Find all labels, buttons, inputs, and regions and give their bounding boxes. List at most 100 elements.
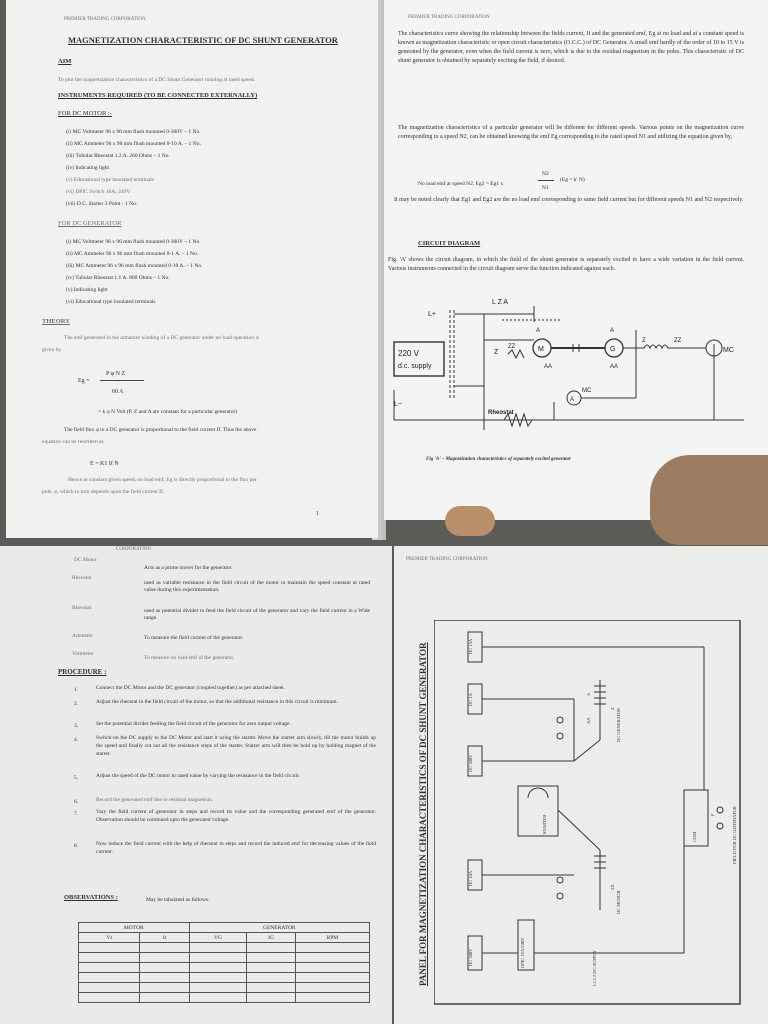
speed-equation-right: (Eg = k' N) bbox=[560, 177, 585, 183]
motor-item: (i) MC Voltmeter 96 x 96 mm flush mounte… bbox=[66, 129, 201, 135]
com-terminal bbox=[683, 789, 709, 847]
meter-label: DC 15A bbox=[468, 638, 473, 654]
motor-item: (vi) DPIC Switch 16A, 240V bbox=[66, 189, 131, 195]
l-plus-label: L+ bbox=[428, 311, 436, 318]
procedure-step: Set the potential divider feeding the fi… bbox=[96, 721, 291, 727]
z-label: Z bbox=[642, 338, 646, 344]
table-header-motor: MOTOR bbox=[78, 922, 190, 933]
generator-item: (vi) Educational type insulated terminal… bbox=[66, 299, 156, 305]
table-header-it: It bbox=[139, 932, 190, 943]
step-number: 4. bbox=[74, 737, 79, 743]
step-number: 3. bbox=[74, 723, 79, 729]
page-2: PREMIER TRADING CORPORATION The characte… bbox=[384, 0, 768, 520]
step-number: 7. bbox=[74, 811, 79, 817]
generator-item: (iii) MC Ammeter 96 x 96 mm flush mounte… bbox=[66, 263, 203, 269]
procedure-step: Adjust the rheostat in the field circuit… bbox=[96, 699, 338, 705]
page-3: CORPORATION DC Motor Acts as a prime mov… bbox=[0, 546, 392, 1024]
fraction-bar bbox=[538, 180, 554, 181]
circuit-text: Fig. 'A' shows the circuit diagram, in w… bbox=[388, 257, 744, 272]
hand bbox=[650, 455, 768, 545]
step-number: 5. bbox=[74, 775, 79, 781]
table-row bbox=[77, 982, 371, 993]
a-label: A bbox=[610, 328, 614, 334]
theory-heading: THEORY bbox=[42, 318, 70, 325]
procedure-step: Switch-on the DC supply to the DC Motor … bbox=[96, 735, 376, 757]
table-header-vt: Vt bbox=[77, 932, 141, 943]
procedure-step: Connect the DC Motor and the DC generato… bbox=[96, 685, 286, 691]
theory-text: The emf generated in the armature windin… bbox=[64, 335, 260, 341]
a-label: A bbox=[586, 692, 591, 696]
circuit-diagram: 220 V d.c. supply L+ L− L Z A Z ZZ M G A… bbox=[393, 299, 744, 430]
dpic-switch bbox=[517, 919, 535, 971]
component-text: To measure the field current of the gene… bbox=[144, 635, 244, 641]
step-number: 8. bbox=[74, 843, 79, 849]
starter-box bbox=[517, 785, 559, 837]
instruments-heading: INSTRUMENTS REQUIRED (TO BE CONNECTED EX… bbox=[58, 92, 258, 99]
generator-item: (ii) MC Ammeter 96 x 96 mm flush mounted… bbox=[66, 251, 199, 257]
ammeter-a-label: A bbox=[570, 397, 574, 403]
terminal bbox=[716, 806, 724, 814]
flux-text: equation can be rewritten as bbox=[42, 439, 104, 445]
observations-table: MOTOR GENERATOR Vt It VG IG RPM bbox=[77, 922, 371, 1003]
component-text: To measure no load emf of the generator. bbox=[144, 655, 235, 661]
dpic-label: DPIC 16A/240V bbox=[520, 937, 525, 968]
table-row bbox=[77, 962, 371, 973]
equation-2: E = K1 If N bbox=[90, 461, 119, 467]
component-label: DC Motor bbox=[74, 557, 97, 563]
rheostat-label: Rheostat bbox=[488, 410, 514, 416]
zz-label: ZZ bbox=[674, 338, 682, 344]
supply-box bbox=[393, 341, 445, 377]
motor-label: M bbox=[538, 346, 544, 353]
supply-voltage-label: 220 V bbox=[398, 349, 420, 358]
component-text: Acts as a prime mover for the generator. bbox=[144, 565, 233, 571]
terminal bbox=[716, 822, 724, 830]
field-generator-label: FIELD FOR DC GENERATOR bbox=[732, 806, 737, 864]
aa-label: AA bbox=[544, 364, 552, 370]
table-header-generator: GENERATOR bbox=[188, 922, 371, 933]
panel-title: PANEL FOR MAGNETIZATION CHARACTERISTICS … bbox=[418, 642, 428, 986]
theory-text: given by bbox=[42, 347, 62, 353]
dc-motor-label: DC MOTOR bbox=[616, 890, 621, 914]
motor-item: (ii) MC Ammeter 96 x 96 mm flush mounted… bbox=[66, 141, 201, 147]
procedure-step: Now reduce the field current with the he… bbox=[96, 841, 376, 855]
observations-heading: OBSERVATIONS : bbox=[64, 894, 118, 901]
page-header: PREMIER TRADING CORPORATION bbox=[64, 17, 146, 22]
finger bbox=[445, 506, 495, 536]
figure-caption: Fig 'A' – Magnetization characteristics … bbox=[426, 457, 571, 462]
paragraph-note: It may be noted clearly that Eg1 and Eg2… bbox=[394, 197, 744, 203]
meter-label: DC 300V bbox=[468, 754, 473, 772]
aa-label: AA bbox=[586, 717, 591, 725]
procedure-step: Adjust the speed of the DC motor to rate… bbox=[96, 773, 300, 779]
equation-lhs: Eg = bbox=[78, 378, 90, 384]
equation-denominator: 60 A bbox=[112, 389, 124, 395]
terminal bbox=[556, 876, 564, 884]
meter-label: DC 1A bbox=[468, 693, 473, 706]
supply-label: d.c. supply bbox=[398, 363, 432, 370]
table-header-ig: IG bbox=[246, 932, 296, 943]
generator-heading: FOR DC GENERATOR bbox=[58, 220, 122, 227]
speed-equation-left: No load emf at speed N2, Eg2 = Eg1 x bbox=[418, 181, 504, 187]
dc-generator-label: DC GENERATOR bbox=[616, 707, 621, 742]
generator-item: (i) MC Voltmeter 96 x 96 mm flush mounte… bbox=[66, 239, 201, 245]
generator-item: (iv) Tubular Rheostat 1.1 A. 800 Ohms – … bbox=[66, 275, 170, 281]
starter-label: STARTER bbox=[542, 814, 547, 834]
equation-k: = k φ N Volt (P, Z and A are constant fo… bbox=[98, 409, 238, 415]
procedure-step: Vary the field current of generator in s… bbox=[96, 809, 376, 823]
component-label: Rheostat bbox=[72, 605, 92, 611]
com-label: COM bbox=[692, 831, 697, 842]
hence-text: pole, φ, which in turn depends upon the … bbox=[42, 489, 165, 495]
fraction-bar bbox=[100, 380, 144, 381]
observations-text: May be tabulated as follows. bbox=[146, 897, 210, 903]
terminal bbox=[556, 892, 564, 900]
procedure-heading: PROCEDURE : bbox=[58, 668, 107, 676]
terminal bbox=[556, 716, 564, 724]
page-header: PREMIER TRADING CORPORATION bbox=[408, 15, 490, 20]
aa-label: AA bbox=[610, 364, 618, 370]
motor-heading: FOR DC MOTOR :- bbox=[58, 110, 112, 117]
table-row bbox=[77, 942, 371, 953]
speed-fraction-top: N2 bbox=[542, 171, 549, 177]
component-text: used as variable resistance in the field… bbox=[144, 580, 370, 593]
table-row bbox=[77, 972, 371, 983]
generator-label: G bbox=[610, 346, 615, 353]
zz-label: ZZ bbox=[508, 344, 516, 350]
